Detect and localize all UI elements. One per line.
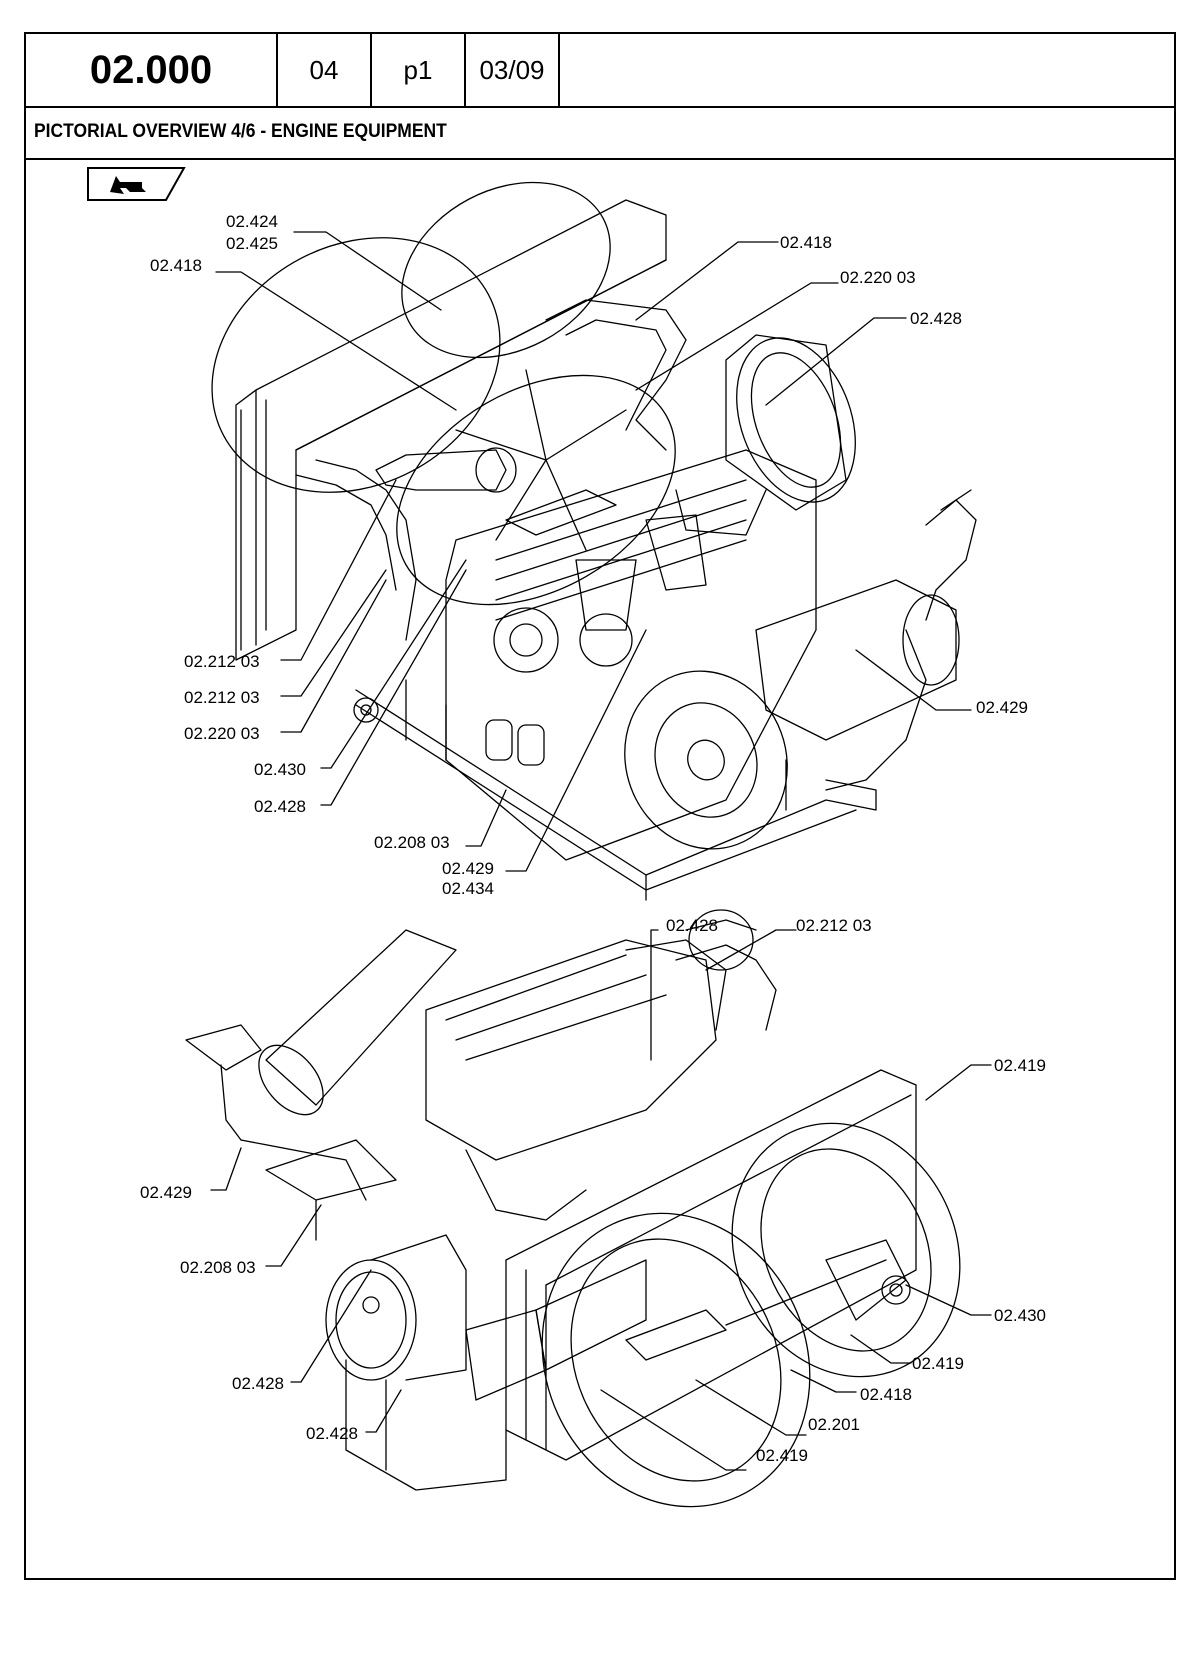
callout-label: 02.212 03 <box>796 916 872 935</box>
callout-label: 02.428 <box>306 1424 358 1443</box>
callout-label: 02.220 03 <box>840 268 916 287</box>
callout-label: 02.428 <box>254 797 306 816</box>
callout-label: 02.212 03 <box>184 688 260 707</box>
callout-label: 02.418 <box>150 256 202 275</box>
page-title: PICTORIAL OVERVIEW 4/6 - ENGINE EQUIPMEN… <box>34 121 447 142</box>
callout-label: 02.430 <box>254 760 306 779</box>
drawing-sheet-frame <box>24 32 1176 1580</box>
callout-label: 02.418 <box>780 233 832 252</box>
callout-label: 02.419 <box>912 1354 964 1373</box>
revision-date: 03/09 <box>464 32 560 108</box>
top-engine-illustration <box>211 181 977 901</box>
top-leader-lines <box>215 231 972 872</box>
callout-label: 02.201 <box>808 1415 860 1434</box>
callout-label: 02.425 <box>226 234 278 253</box>
bottom-engine-illustration <box>185 909 961 1508</box>
bottom-leader-lines <box>210 929 992 1471</box>
callout-label: 02.430 <box>994 1306 1046 1325</box>
callout-label: 02.424 <box>226 212 278 231</box>
callout-label: 02.428 <box>232 1374 284 1393</box>
document-code: 02.000 <box>24 32 278 108</box>
page-number: p1 <box>370 32 466 108</box>
callout-label: 02.428 <box>666 916 718 935</box>
callout-label: 02.212 03 <box>184 652 260 671</box>
callout-label: 02.220 03 <box>184 724 260 743</box>
callout-label: 02.428 <box>910 309 962 328</box>
title-bar: PICTORIAL OVERVIEW 4/6 - ENGINE EQUIPMEN… <box>24 106 1176 160</box>
callout-label: 02.429 <box>976 698 1028 717</box>
callout-label: 02.434 <box>442 879 494 898</box>
callout-label: 02.429 <box>442 859 494 878</box>
callout-label: 02.429 <box>140 1183 192 1202</box>
arrow-view-icon <box>87 167 186 201</box>
revision-number: 04 <box>276 32 372 108</box>
callout-label: 02.208 03 <box>374 833 450 852</box>
callout-label: 02.419 <box>756 1446 808 1465</box>
callout-label: 02.208 03 <box>180 1258 256 1277</box>
engine-equipment-diagram <box>185 181 992 1508</box>
callout-label: 02.419 <box>994 1056 1046 1075</box>
callout-label: 02.418 <box>860 1385 912 1404</box>
